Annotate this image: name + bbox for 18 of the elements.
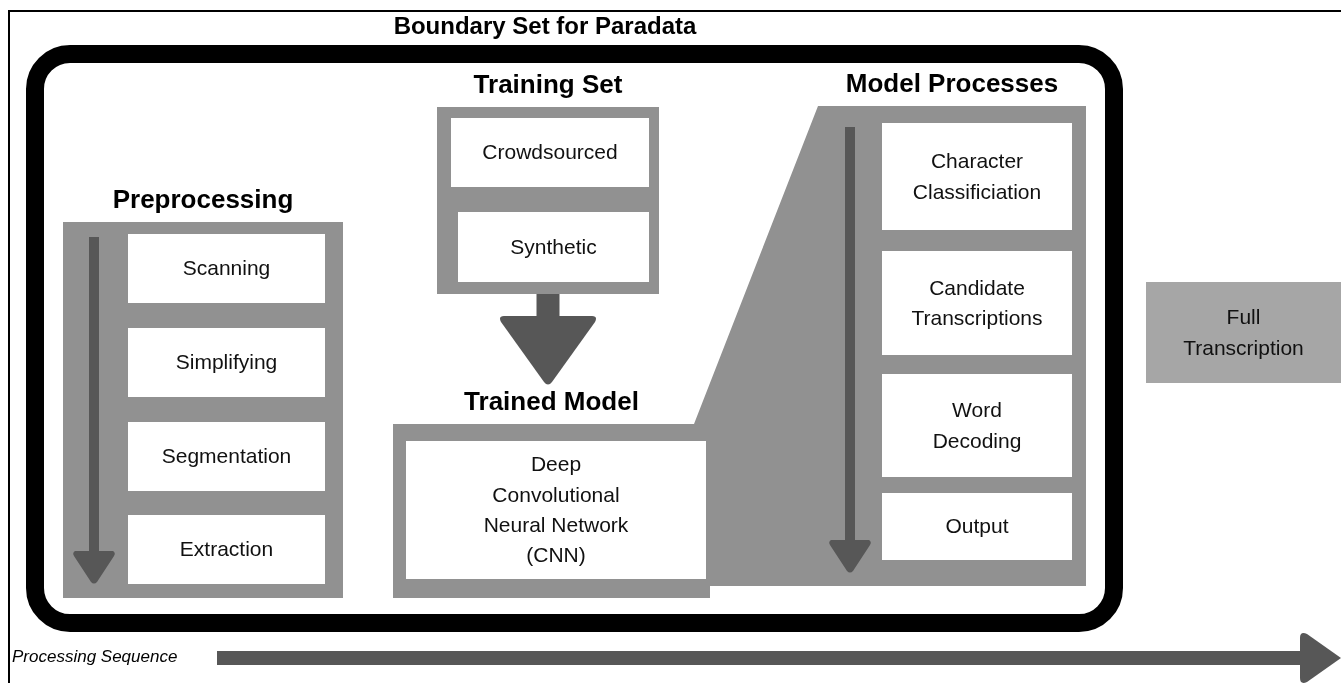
process-box: Scanning bbox=[128, 234, 325, 303]
group-heading: Trained Model bbox=[463, 386, 640, 417]
process-box: Segmentation bbox=[128, 422, 325, 491]
group-heading: Training Set bbox=[472, 69, 624, 100]
process-box: Crowdsourced bbox=[451, 118, 649, 187]
process-box: Deep Convolutional Neural Network (CNN) bbox=[406, 441, 706, 579]
axis-label: Processing Sequence bbox=[12, 647, 178, 667]
process-box: Word Decoding bbox=[882, 374, 1072, 477]
process-box: Simplifying bbox=[128, 328, 325, 397]
process-box: Candidate Transcriptions bbox=[882, 251, 1072, 355]
group-heading: Model Processes bbox=[844, 68, 1060, 99]
output-box: Full Transcription bbox=[1146, 282, 1341, 383]
process-box: Character Classificiation bbox=[882, 123, 1072, 230]
process-box: Synthetic bbox=[458, 212, 649, 282]
group-heading: Preprocessing bbox=[111, 184, 295, 215]
boundary-title: Boundary Set for Paradata bbox=[393, 12, 697, 40]
process-box: Output bbox=[882, 493, 1072, 560]
process-box: Extraction bbox=[128, 515, 325, 584]
